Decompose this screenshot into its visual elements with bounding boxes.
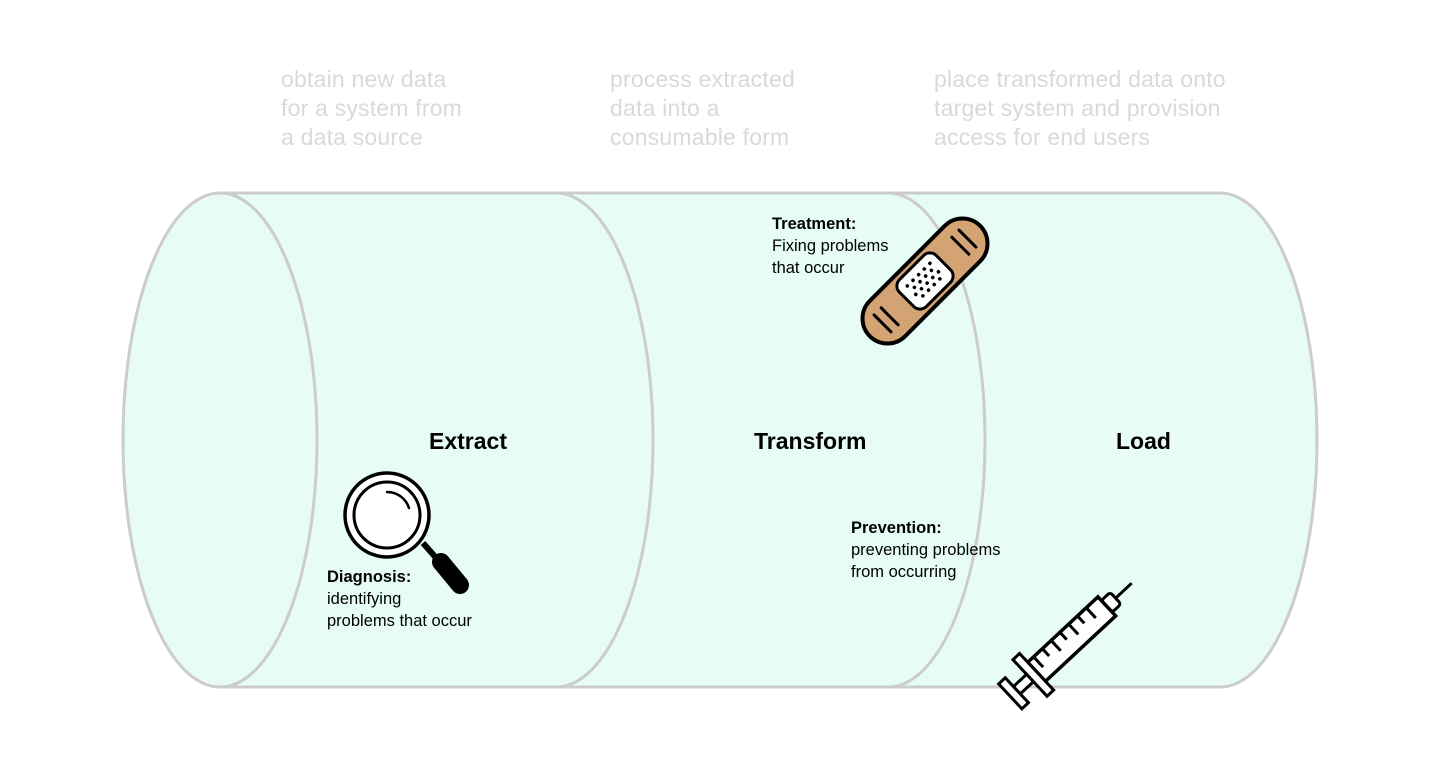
prevention-note: Prevention: preventing problems from occ…	[851, 517, 1001, 583]
segment-divider-transform-load	[887, 191, 987, 689]
prevention-title: Prevention:	[851, 519, 942, 537]
treatment-note: Treatment: Fixing problems that occur	[772, 213, 888, 279]
bandage-icon	[860, 216, 990, 346]
diagnosis-title: Diagnosis:	[327, 568, 412, 586]
magnifying-glass-icon	[343, 471, 469, 594]
stage-label-extract: Extract	[429, 428, 507, 454]
load-description: place transformed data onto target syste…	[934, 66, 1226, 150]
pipe-body	[121, 191, 1319, 689]
diagnosis-text: identifying problems that occur	[327, 590, 472, 630]
extract-description: obtain new data for a system from a data…	[281, 66, 463, 150]
treatment-text: Fixing problems that occur	[772, 237, 889, 277]
transform-description: process extracted data into a consumable…	[610, 66, 795, 150]
prevention-text: preventing problems from occurring	[851, 541, 1001, 581]
diagnosis-note: Diagnosis: identifying problems that occ…	[327, 566, 472, 632]
treatment-title: Treatment:	[772, 215, 857, 233]
stage-label-transform: Transform	[754, 428, 867, 454]
pipe-opening	[219, 191, 319, 689]
stage-label-load: Load	[1116, 428, 1171, 454]
segment-divider-extract-transform	[555, 191, 655, 689]
syringe-icon	[996, 582, 1133, 711]
